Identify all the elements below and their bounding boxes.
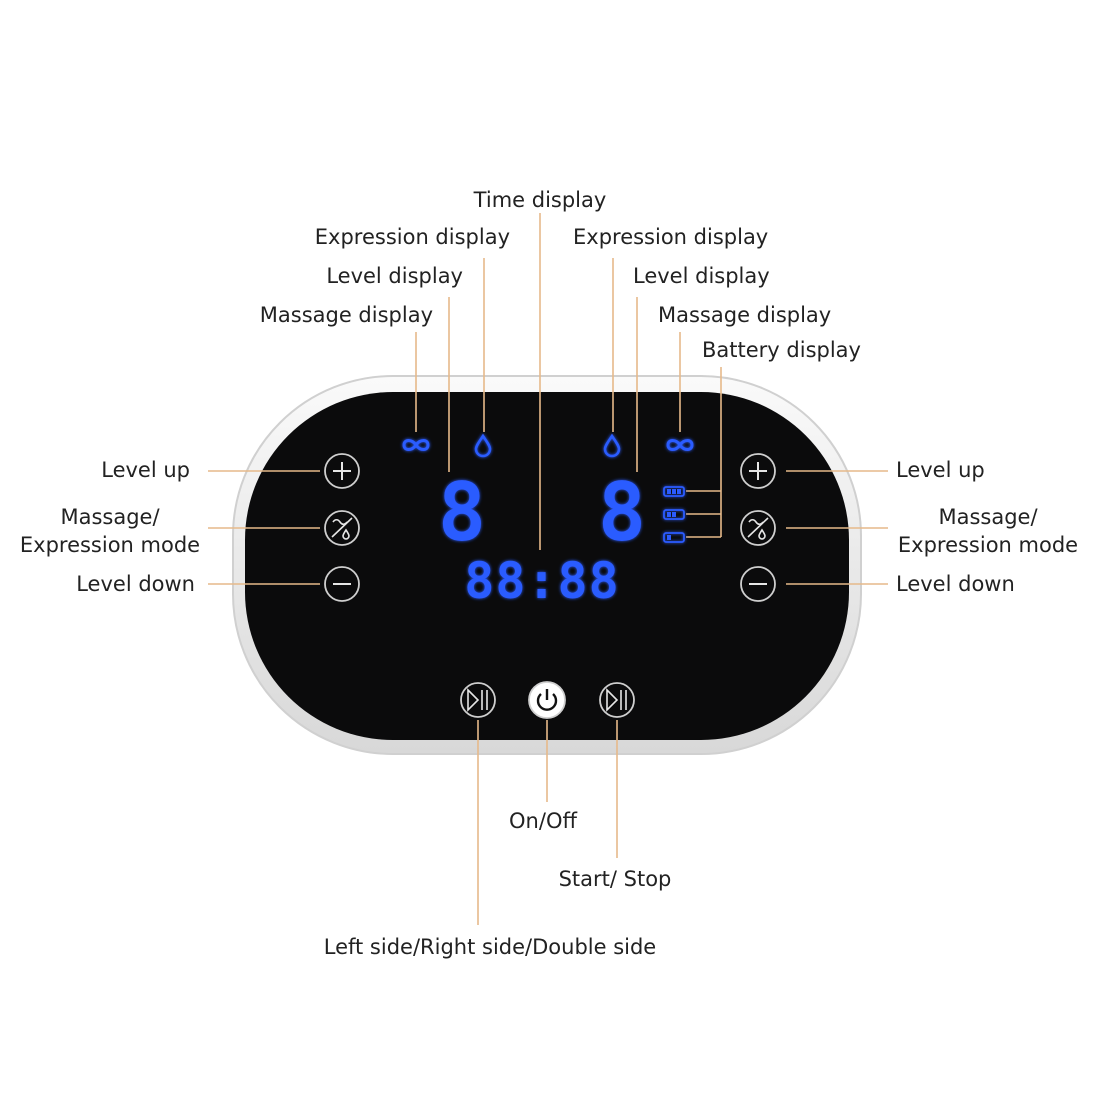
drop-icon <box>603 433 621 458</box>
label-level-down-right: Level down <box>896 572 1015 596</box>
play-pause-icon <box>606 688 627 712</box>
label-massage-display-left: Massage display <box>259 303 433 327</box>
start-stop-button[interactable] <box>599 682 635 718</box>
mode-button-left[interactable] <box>324 510 360 546</box>
side-select-button[interactable] <box>460 682 496 718</box>
battery-icon <box>663 486 685 543</box>
time-digits: 88:88 <box>464 552 620 610</box>
battery-level-fill <box>667 489 681 540</box>
drop-icon <box>474 433 492 458</box>
level-down-button-left[interactable] <box>324 566 360 602</box>
label-mode-right-line2: Expression mode <box>897 533 1079 557</box>
plus-icon <box>749 462 767 480</box>
infinity-icon <box>402 439 430 451</box>
label-mode-right-line1: Massage/ <box>938 505 1038 529</box>
massage-expression-icon <box>331 517 353 540</box>
level-down-button-right[interactable] <box>740 566 776 602</box>
mode-button-right[interactable] <box>740 510 776 546</box>
play-pause-icon <box>467 688 488 712</box>
label-expression-display-right: Expression display <box>573 225 769 249</box>
label-level-up-left: Level up <box>101 458 190 482</box>
label-expression-display-left: Expression display <box>314 225 510 249</box>
label-mode-left-line2: Expression mode <box>19 533 201 557</box>
label-mode-left-line1: Massage/ <box>60 505 160 529</box>
label-time-display: Time display <box>473 188 607 212</box>
label-on-off: On/Off <box>509 809 577 833</box>
label-level-down-left: Level down <box>76 572 195 596</box>
label-level-up-right: Level up <box>896 458 985 482</box>
right-level-digit: 8 <box>598 466 646 559</box>
left-level-digit: 8 <box>438 466 486 559</box>
infinity-icon <box>666 439 694 451</box>
device-panel <box>245 392 849 740</box>
label-massage-display-right: Massage display <box>658 303 832 327</box>
level-up-button-right[interactable] <box>740 453 776 489</box>
power-button[interactable] <box>528 681 566 719</box>
power-icon <box>536 689 558 711</box>
label-level-display-left: Level display <box>326 264 463 288</box>
leader-lines <box>208 213 888 925</box>
plus-icon <box>333 462 351 480</box>
massage-expression-icon <box>747 517 769 540</box>
label-start-stop: Start/ Stop <box>558 867 672 891</box>
label-battery-display: Battery display <box>702 338 861 362</box>
label-level-display-right: Level display <box>633 264 770 288</box>
label-side-select: Left side/Right side/Double side <box>323 935 657 959</box>
level-up-button-left[interactable] <box>324 453 360 489</box>
